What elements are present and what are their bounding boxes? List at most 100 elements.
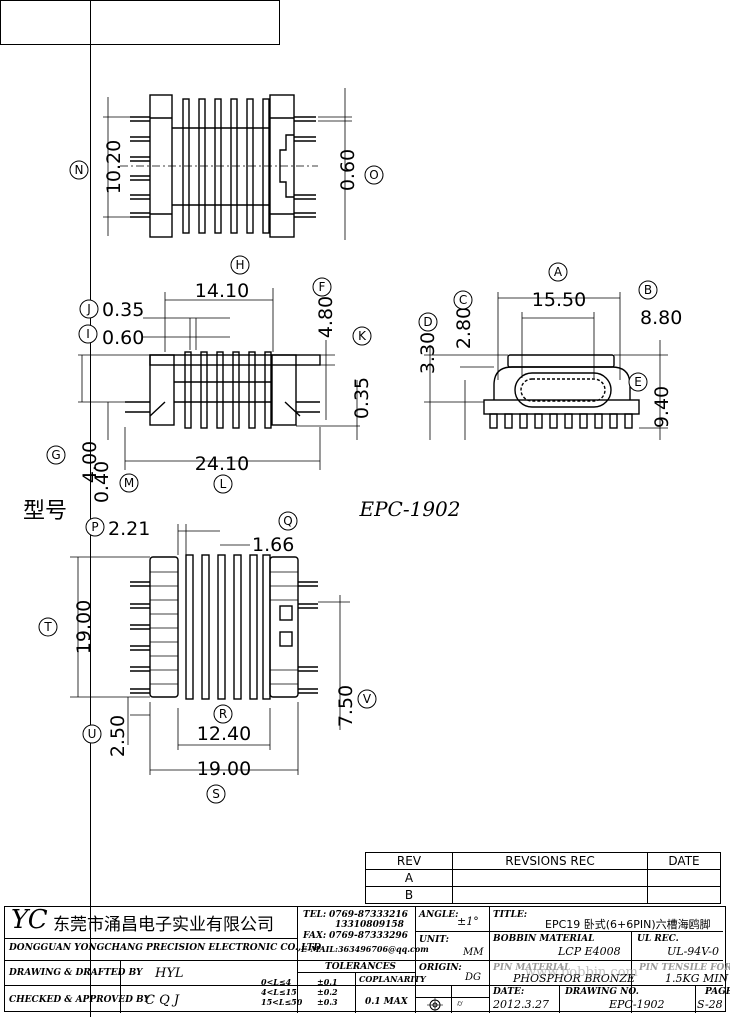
dim-C: 2.80 [453, 307, 475, 349]
dim-L: 24.10 [195, 453, 249, 475]
svg-text:R: R [219, 707, 227, 721]
company-logo: YC [11, 905, 48, 935]
svg-text:O: O [369, 168, 378, 182]
dim-V: 7.50 [335, 685, 357, 727]
drawn-value: HYL [155, 966, 184, 981]
svg-text:V: V [363, 692, 372, 706]
tel1: 0769-87333216 [329, 910, 408, 920]
tol-value-2: ±0.2 [317, 987, 338, 997]
revision-date [647, 869, 721, 887]
svg-text:M: M [124, 476, 134, 490]
pin-tensile-label: PIN TENSILE FORCE [639, 963, 730, 973]
coplanarity-value: 0.1 MAX [365, 997, 408, 1007]
model-label: 型号 [0, 0, 91, 1017]
svg-text:A: A [554, 265, 563, 279]
dim-K: 0.35 [351, 377, 373, 419]
angle-label: ANGLE: [419, 910, 459, 920]
technical-drawing: 10.20 0.60 14.10 4.80 0.35 0.60 0.35 4.0… [38, 88, 682, 804]
watermark: www.bobbin.com [525, 965, 638, 980]
dim-B: 8.80 [640, 307, 682, 329]
revision-date [647, 886, 721, 904]
origin-label: ORIGIN: [419, 963, 462, 973]
pin-material-value: PHOSPHOR BRONZE [513, 972, 636, 985]
revision-table: REV REVSIONS REC DATE A B [365, 852, 721, 904]
bobbin-material-label: BOBBIN MATERIAL [493, 934, 595, 944]
rev-header: REV [365, 852, 453, 870]
tel2: 13310809158 [335, 920, 404, 930]
dimension-labels: 10.20 0.60 14.10 4.80 0.35 0.60 0.35 4.0… [73, 140, 682, 780]
unit-value: MM [463, 947, 484, 958]
revision-desc [452, 869, 648, 887]
model-number: EPC-1902 [359, 496, 461, 521]
revision-row: A [365, 869, 453, 887]
date-label: DATE: [493, 987, 525, 997]
drawing-no-value: EPC-1902 [609, 998, 665, 1011]
fax-label: FAX: [303, 931, 327, 941]
dim-O: 0.60 [337, 149, 359, 191]
page-value: S-28 [697, 998, 723, 1011]
title-label: TITLE: [493, 910, 528, 920]
title-value: EPC19 卧式(6+6PIN)六槽海鸥脚 [545, 918, 711, 931]
revisions-header: REVSIONS REC [452, 852, 648, 870]
tol-range-2: 4<L≤15 [261, 987, 297, 997]
revision-desc [452, 886, 648, 904]
tel-label: TEL: [303, 910, 327, 920]
date-value: 2012.3.27 [493, 998, 549, 1011]
svg-text:L: L [220, 477, 227, 491]
svg-text:Q: Q [283, 514, 292, 528]
pin-tensile-value: 1.5KG MIN [665, 972, 729, 985]
dim-H: 14.10 [195, 280, 249, 302]
svg-text:G: G [51, 448, 60, 462]
checked-value: C Q J [145, 993, 180, 1008]
dim-M: 0.40 [91, 461, 113, 503]
company-name-cn: 东莞市涌昌电子实业有限公司 [53, 915, 274, 935]
dim-T: 19.00 [73, 600, 95, 654]
dim-Q: 1.66 [252, 534, 294, 556]
model-title-box: 型号 EPC-1902 [0, 0, 461, 1017]
dim-P: 2.21 [108, 518, 150, 540]
company-name-en: DONGGUAN YONGCHANG PRECISION ELECTRONIC … [9, 943, 322, 953]
tolerances-label: TOLERANCES [325, 962, 396, 972]
view-top [103, 88, 352, 240]
svg-text:K: K [358, 329, 367, 343]
dim-J: 0.35 [102, 299, 144, 321]
svg-text:E: E [634, 375, 642, 389]
dim-G: 4.00 [79, 441, 101, 483]
tol-range-3: 15<L≤50 [261, 997, 303, 1007]
svg-text:P: P [91, 520, 98, 534]
svg-text:J: J [86, 302, 91, 316]
page-label: PAGE [705, 987, 730, 997]
view-bottom [70, 524, 350, 775]
checked-label: CHECKED & APPROVED BY [9, 995, 150, 1005]
svg-text:B: B [644, 283, 652, 297]
dim-N: 10.20 [103, 140, 125, 194]
tol-value-1: ±0.1 [317, 977, 338, 987]
dim-D: 3.30 [417, 332, 439, 374]
drawing-no-label: DRAWING NO. [565, 987, 639, 997]
projection-symbol-icon [427, 998, 443, 1012]
flatness-icon: ⌭ [457, 999, 463, 1008]
dim-I: 0.60 [102, 327, 144, 349]
svg-text:I: I [86, 327, 90, 341]
svg-text:U: U [88, 727, 97, 741]
view-front [424, 292, 668, 440]
unit-label: UNIT: [419, 935, 449, 945]
dim-S: 19.00 [197, 758, 251, 780]
origin-value: DG [465, 972, 482, 983]
view-side [78, 288, 360, 470]
bobbin-material-value: LCP E4008 [558, 945, 621, 958]
svg-text:H: H [235, 258, 244, 272]
email: E-MAIL:363496706@qq.com [301, 944, 429, 954]
svg-text:N: N [75, 163, 84, 177]
drawn-label: DRAWING & DRAFTED BY [9, 968, 143, 978]
svg-text:F: F [319, 280, 326, 294]
dim-R: 12.40 [197, 723, 251, 745]
ul-rec-value: UL-94V-0 [667, 945, 719, 958]
dim-U: 2.50 [107, 715, 129, 757]
dim-A: 15.50 [532, 289, 586, 311]
svg-text:D: D [423, 315, 432, 329]
svg-text:C: C [459, 293, 467, 307]
svg-text:S: S [212, 787, 220, 801]
dim-E: 9.40 [651, 386, 673, 428]
title-block: YC 东莞市涌昌电子实业有限公司 DONGGUAN YONGCHANG PREC… [4, 905, 730, 1013]
